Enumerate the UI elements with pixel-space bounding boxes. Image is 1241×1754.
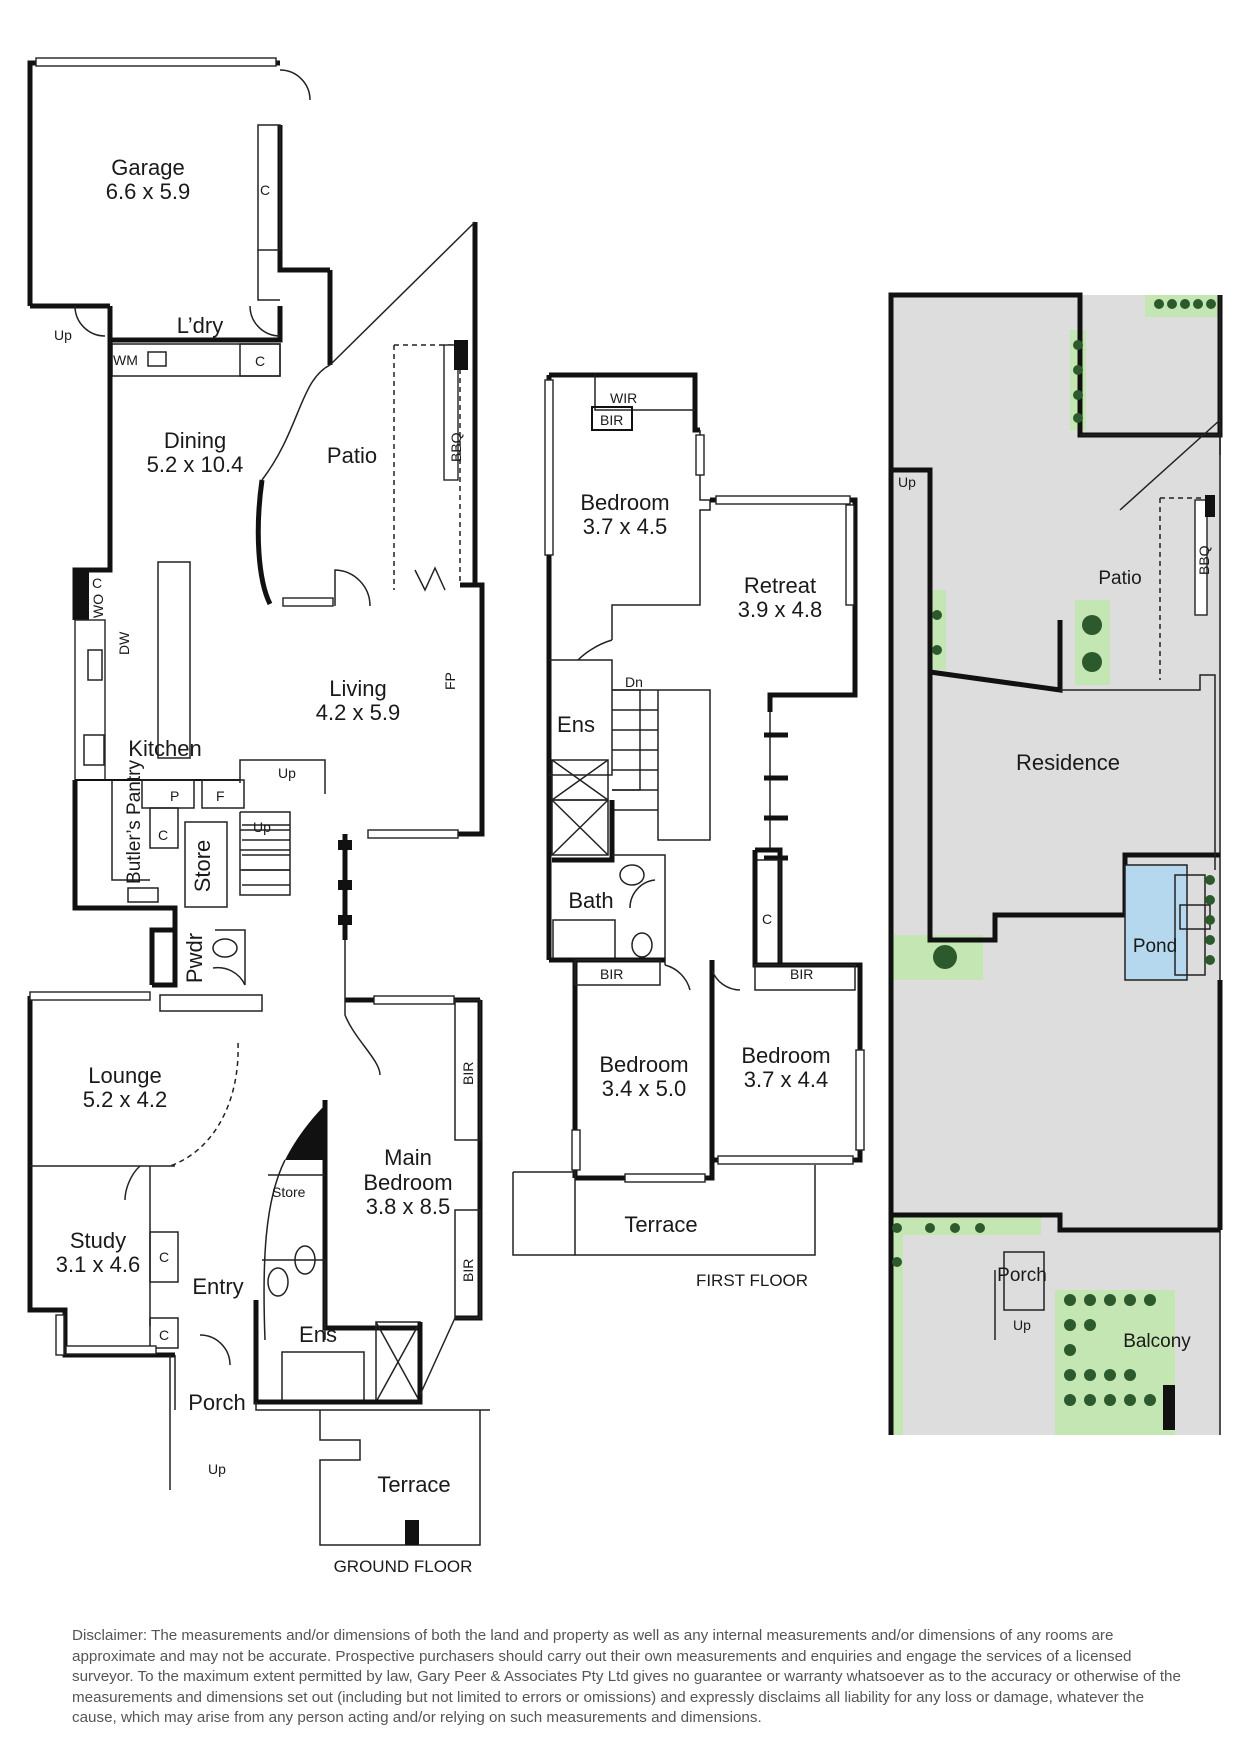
butlers-cupboard-label: C <box>158 827 168 843</box>
main-bedroom-label-line2: Bedroom <box>363 1170 452 1195</box>
study-cupboard-label: C <box>159 1249 169 1265</box>
main-bir-label-2: BIR <box>460 1259 476 1282</box>
dishwasher-label: DW <box>116 631 132 655</box>
entry-porch <box>169 1334 490 1546</box>
ensuite-label: Ens <box>299 1322 337 1347</box>
wir-label: WIR <box>610 390 637 406</box>
garage-dims: 6.6 x 5.9 <box>106 179 190 204</box>
main-bedroom-dims: 3.8 x 8.5 <box>366 1194 450 1219</box>
living-label: Living <box>329 676 386 701</box>
pantry-label: P <box>170 788 179 804</box>
main-bedroom-label-line1: Main <box>384 1145 432 1170</box>
dining-dims: 5.2 x 10.4 <box>147 452 244 477</box>
stairs-up-label: Up <box>253 819 271 835</box>
bedroom1-dims: 3.7 x 4.5 <box>583 514 667 539</box>
kitchen-fixtures <box>74 561 326 908</box>
wir-bir-label: BIR <box>600 412 623 428</box>
site-patio-label: Patio <box>1098 568 1141 589</box>
kitchen-cupboard-label: C <box>92 575 102 591</box>
bedroom3-bir-label: BIR <box>790 966 813 982</box>
entry-label: Entry <box>192 1274 243 1299</box>
first-terrace-label: Terrace <box>624 1212 697 1237</box>
living-dims: 4.2 x 5.9 <box>316 700 400 725</box>
bedroom1-label: Bedroom <box>580 490 669 515</box>
residence-label: Residence <box>1016 750 1120 775</box>
ground-outer-walls <box>72 221 485 940</box>
fridge-label: F <box>216 788 225 804</box>
bbq-label: BBQ <box>448 432 464 462</box>
stairs-down-label: Dn <box>625 674 643 690</box>
site-porch-up-label: Up <box>1013 1317 1031 1333</box>
entry-cupboard-label: C <box>159 1327 169 1343</box>
patio-label: Patio <box>327 443 377 468</box>
study-dims: 3.1 x 4.6 <box>56 1252 140 1277</box>
ground-stairs-up-label: Up <box>278 765 296 781</box>
bath-label: Bath <box>568 888 613 913</box>
pond-label: Pond <box>1133 936 1177 957</box>
butlers-pantry-label: Butler’s Pantry <box>124 760 145 884</box>
terrace-label: Terrace <box>377 1472 450 1497</box>
bedroom2-label: Bedroom <box>599 1052 688 1077</box>
powder-walls <box>149 927 263 1012</box>
first-cupboard-label: C <box>762 911 772 927</box>
ground-floor-plan <box>27 57 490 1546</box>
ground-floor-title: GROUND FLOOR <box>334 1557 473 1576</box>
site-up-label: Up <box>898 474 916 490</box>
bedroom3-label: Bedroom <box>741 1043 830 1068</box>
kitchen-label: Kitchen <box>128 736 201 761</box>
fireplace-label: FP <box>442 672 458 690</box>
garage-cupboard-label: C <box>260 182 270 198</box>
wall-oven-label: WO <box>90 594 106 618</box>
first-ensuite-label: Ens <box>557 712 595 737</box>
bedroom2-dims: 3.4 x 5.0 <box>602 1076 686 1101</box>
study-label: Study <box>70 1228 126 1253</box>
first-floor-plan <box>512 372 865 1256</box>
main-bir-label-1: BIR <box>460 1062 476 1085</box>
store2-label: Store <box>272 1184 306 1200</box>
washing-machine-label: WM <box>113 352 138 368</box>
lounge-study-walls <box>27 991 239 1358</box>
first-floor-title: FIRST FLOOR <box>696 1271 808 1290</box>
store-label: Store <box>190 840 215 893</box>
bedroom2-bir-label: BIR <box>600 966 623 982</box>
laundry-up-label: Up <box>54 327 72 343</box>
site-porch-label: Porch <box>997 1265 1047 1286</box>
garage-label: Garage <box>111 155 184 180</box>
laundry-cupboard-label: C <box>255 353 265 369</box>
living-columns <box>338 840 352 925</box>
retreat-dims: 3.9 x 4.8 <box>738 597 822 622</box>
laundry-walls <box>30 303 283 377</box>
lounge-dims: 5.2 x 4.2 <box>83 1087 167 1112</box>
main-bedroom-walls <box>253 940 483 1405</box>
site-bbq-label: BBQ <box>1196 545 1212 575</box>
disclaimer-text: Disclaimer: The measurements and/or dime… <box>72 1627 1181 1727</box>
powder-label: Pwdr <box>182 933 207 983</box>
ground-stairs <box>242 824 290 886</box>
retreat-label: Retreat <box>744 573 816 598</box>
bedroom3-dims: 3.7 x 4.4 <box>744 1067 828 1092</box>
balcony-label: Balcony <box>1123 1331 1191 1352</box>
lounge-label: Lounge <box>88 1063 161 1088</box>
laundry-label: L’dry <box>177 313 223 338</box>
site-plan <box>888 292 1223 1435</box>
garage-walls <box>27 57 330 306</box>
porch-label: Porch <box>188 1390 245 1415</box>
porch-up-label: Up <box>208 1461 226 1477</box>
dining-label: Dining <box>164 428 226 453</box>
